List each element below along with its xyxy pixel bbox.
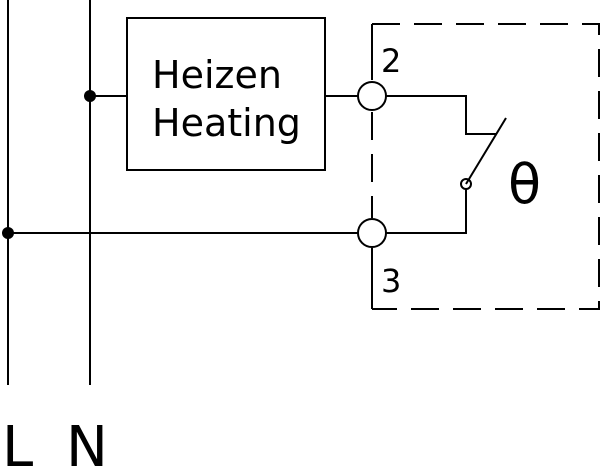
terminal-2	[357, 81, 387, 111]
wire-terminal-2-to-switch	[386, 95, 497, 135]
thermostat-switch-blade	[465, 117, 507, 185]
heater-label-line2: Heating	[152, 101, 301, 145]
wire-switch-to-terminal-3	[386, 189, 467, 234]
terminal-3	[357, 218, 387, 248]
terminal-3-label: 3	[381, 262, 401, 300]
terminal-2-label: 2	[381, 42, 401, 80]
heater-label-line1: Heizen	[152, 53, 282, 97]
rail-label-N: N	[66, 415, 108, 469]
rail-label-L: L	[2, 415, 33, 469]
thermostat-enclosure	[372, 23, 600, 310]
thermostat-theta-symbol: θ	[508, 153, 541, 216]
heater-box	[126, 17, 326, 171]
